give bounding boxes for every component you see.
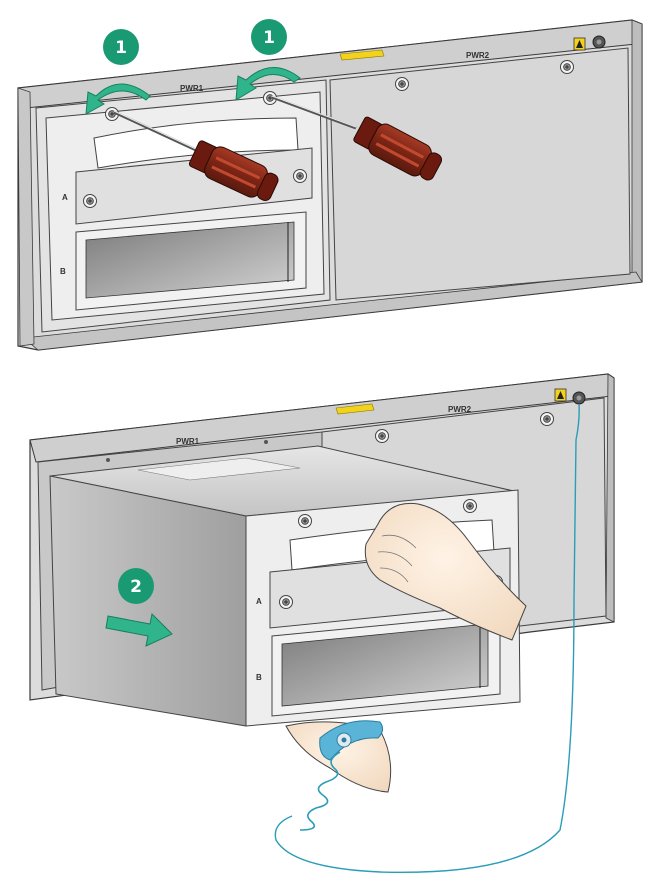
curved-arrow-icon (85, 83, 151, 115)
psu-side-surface (49, 475, 247, 727)
pwr1-label-top: PWR1 (180, 84, 204, 93)
screwdriver-icon (113, 110, 279, 201)
ground-connector-icon (592, 35, 606, 49)
straight-arrow-icon (105, 612, 173, 647)
screw-icon (298, 514, 312, 528)
pwr1-label-bottom: PWR1 (176, 437, 200, 446)
slot-b-label-bottom: B (256, 673, 262, 682)
warning-icon (554, 388, 567, 402)
warning-stripe-top (339, 49, 385, 61)
step-2-badge: 2 (118, 568, 154, 604)
hand-icon (364, 502, 527, 641)
slot-a-label-top: A (62, 193, 68, 202)
screw-icon (279, 595, 293, 609)
warning-icon (573, 37, 586, 51)
curved-arrow-icon (235, 67, 301, 101)
step-1-badge: 1 (103, 29, 139, 65)
screw-icon (463, 499, 477, 513)
screw-icon (375, 429, 389, 443)
ground-connector-icon (572, 391, 586, 405)
esd-wrist-strap-icon (319, 720, 384, 761)
screw-icon (395, 77, 409, 91)
slot-a-label-bottom: A (256, 597, 262, 606)
step-1-badge: 1 (251, 19, 287, 55)
screw-icon (540, 412, 554, 426)
screwdriver-icon (271, 95, 443, 181)
step-2-badge-label: 2 (130, 577, 142, 597)
pwr2-bay (329, 47, 631, 301)
pwr2-label-bottom: PWR2 (448, 405, 472, 414)
warning-stripe-bottom (335, 403, 375, 415)
screw-icon (560, 60, 574, 74)
step-1-badge-label: 1 (263, 28, 275, 48)
bottom-panel: PWR1 PWR2 A B (29, 373, 615, 874)
pwr2-label-top: PWR2 (466, 51, 490, 60)
step-1-badge-label: 1 (115, 38, 127, 58)
wrist-icon (285, 721, 392, 793)
coiled-cable (299, 751, 341, 831)
screw-icon (293, 169, 307, 183)
ground-cable (274, 403, 580, 874)
top-panel: PWR1 PWR2 A B (17, 19, 643, 351)
slot-b-label-top: B (60, 267, 66, 276)
screw-icon (83, 194, 97, 208)
